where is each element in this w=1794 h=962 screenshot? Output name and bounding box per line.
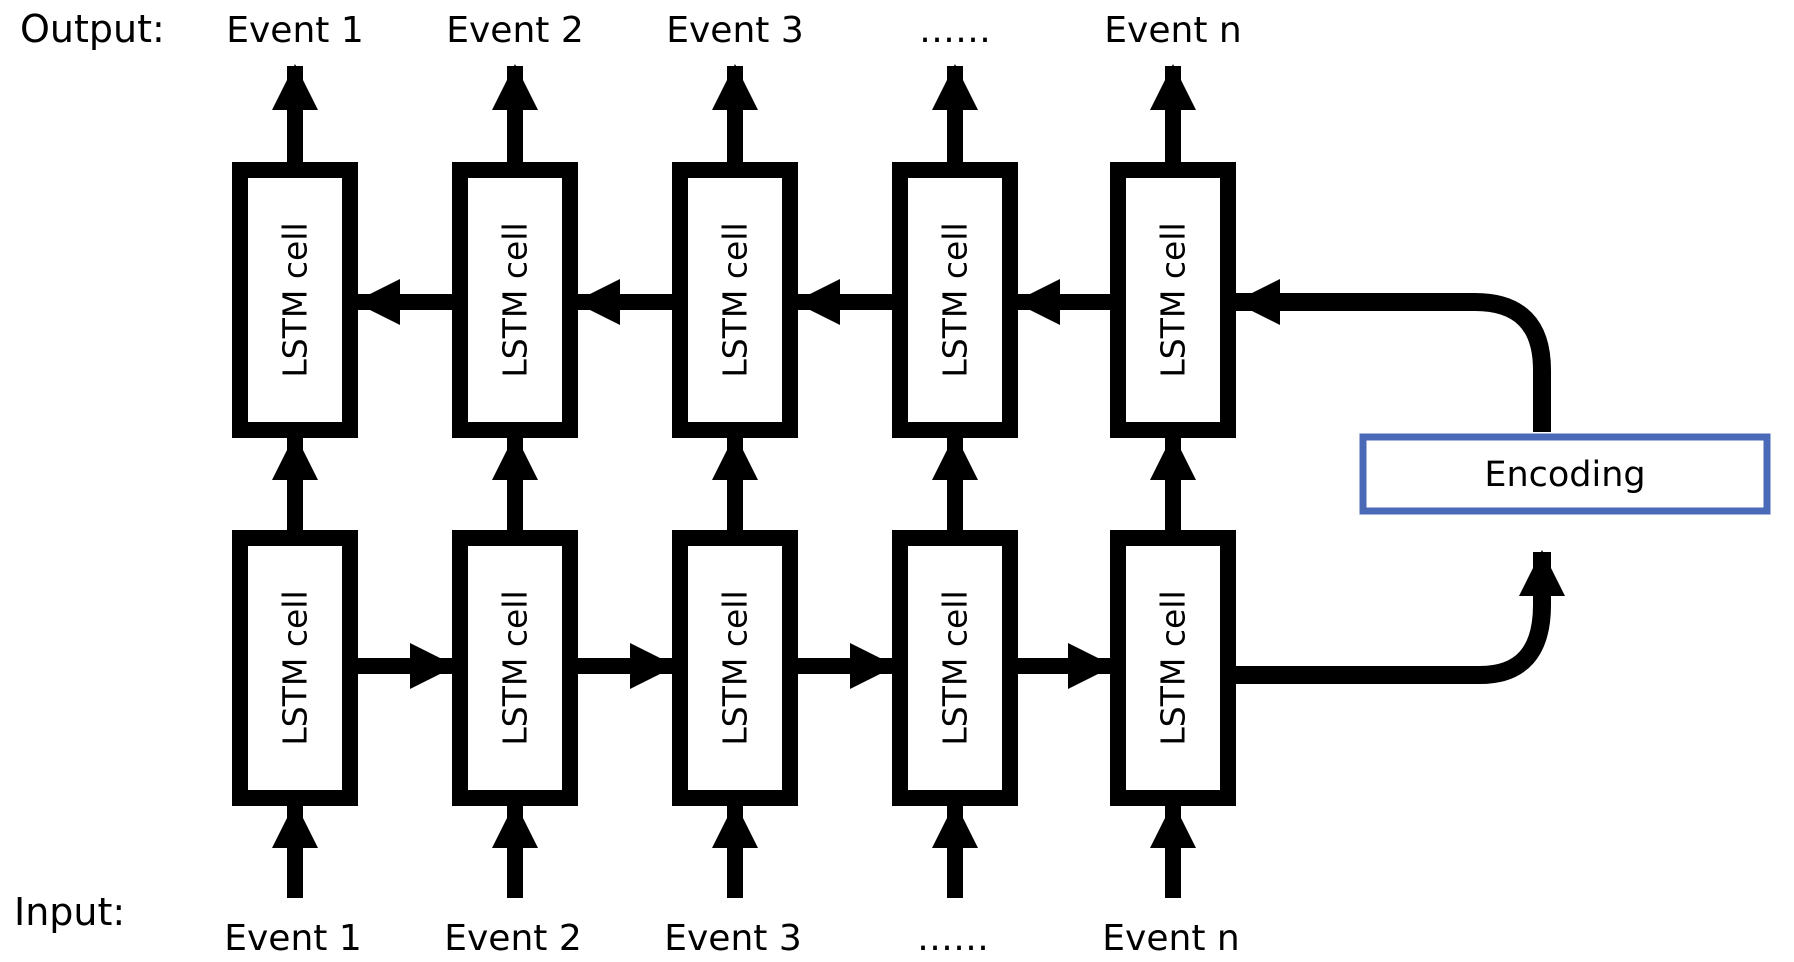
encoder-cell-4-box <box>892 530 1018 806</box>
output-event-label-4: …… <box>919 10 991 51</box>
input-event-label-5: Event n <box>1102 918 1239 959</box>
output-event-label-2: Event 2 <box>446 10 583 51</box>
decoder-cell-1: LSTM cell <box>232 162 358 438</box>
encoder-cell-4: LSTM cell <box>892 530 1018 806</box>
decoder-cell-3-box <box>672 162 798 438</box>
decoder-cell-3: LSTM cell <box>672 162 798 438</box>
output-event-label-3: Event 3 <box>666 10 803 51</box>
encoder-cell-2: LSTM cell <box>452 530 578 806</box>
encoding-label: Encoding <box>1484 455 1645 495</box>
encoding-to-decoder-arrow <box>1234 279 1551 432</box>
encoder-cell-5-label: LSTM cell <box>1154 590 1193 745</box>
encoder-cell-4-label: LSTM cell <box>936 590 975 745</box>
encoder-cell-1: LSTM cell <box>232 530 358 806</box>
input-row-label: Input: <box>14 890 125 934</box>
output-row-label: Output: <box>20 7 165 51</box>
decoder-cell-1-label: LSTM cell <box>276 222 315 377</box>
output-event-label-1: Event 1 <box>226 10 363 51</box>
encoder-cell-3: LSTM cell <box>672 530 798 806</box>
encoder-cell-3-label: LSTM cell <box>716 590 755 745</box>
encoder-cell-2-box <box>452 530 578 806</box>
input-event-label-1: Event 1 <box>224 918 361 959</box>
encoder-to-encoding-arrow <box>1236 550 1565 684</box>
encoder-cell-5-box <box>1110 530 1236 806</box>
decoder-cell-4-box <box>892 162 1018 438</box>
decoder-cell-5: LSTM cell <box>1110 162 1236 438</box>
encoder-cell-5: LSTM cell <box>1110 530 1236 806</box>
encoder-cell-3-box <box>672 530 798 806</box>
decoder-cell-4-label: LSTM cell <box>936 222 975 377</box>
encoder-cell-1-label: LSTM cell <box>276 590 315 745</box>
input-event-label-3: Event 3 <box>664 918 801 959</box>
decoder-cell-2-label: LSTM cell <box>496 222 535 377</box>
decoder-cell-5-label: LSTM cell <box>1154 222 1193 377</box>
encoder-cell-1-box <box>232 530 358 806</box>
decoder-cell-2: LSTM cell <box>452 162 578 438</box>
decoder-cell-1-box <box>232 162 358 438</box>
decoder-cell-5-box <box>1110 162 1236 438</box>
output-event-label-5: Event n <box>1104 10 1241 51</box>
encoding-box-group: Encoding <box>1359 433 1771 515</box>
encoding-box <box>1359 433 1771 515</box>
decoder-cell-2-box <box>452 162 578 438</box>
input-event-label-2: Event 2 <box>444 918 581 959</box>
input-event-label-4: …… <box>917 918 989 959</box>
encoder-cell-2-label: LSTM cell <box>496 590 535 745</box>
decoder-cell-3-label: LSTM cell <box>716 222 755 377</box>
decoder-cell-4: LSTM cell <box>892 162 1018 438</box>
